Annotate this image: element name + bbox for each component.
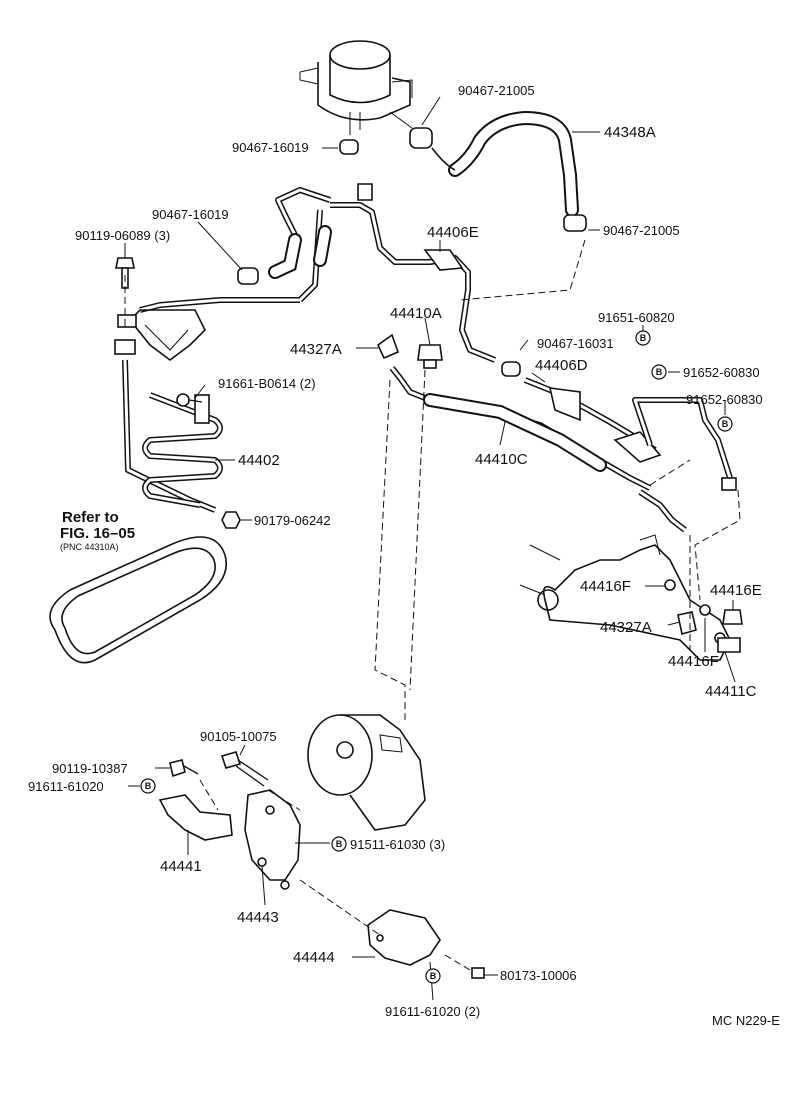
bolt-90119-06089 [115,257,135,289]
nut-90179-06242 [221,511,241,529]
b-marker-91611-b: B [425,968,441,984]
clamp-90467-16031 [501,361,521,377]
b-marker-91652-a: B [651,364,667,380]
drive-belt [49,536,227,664]
label-91511-61030: 91511-61030 (3) [350,837,445,852]
label-44443: 44443 [237,909,279,926]
label-91611-61020-a: 91611-61020 [28,779,104,794]
refer-line-2: FIG. 16–05 [60,525,135,542]
part-labels: 90467-21005 44348A 90467-16019 90467-160… [28,83,780,1028]
label-44416F-b: 44416F [668,653,719,670]
label-90467-16031: 90467-16031 [537,336,614,351]
label-44406D: 44406D [535,357,588,374]
b-marker-91651: B [635,330,651,346]
union-bolt-44411C [717,637,741,653]
bracket-44444 [367,909,441,966]
pipe-44406D [523,377,662,463]
label-44410C: 44410C [475,451,528,468]
label-90467-16019-b: 90467-16019 [152,207,229,222]
label-90119-06089: 90119-06089 (3) [75,228,170,243]
clamp-90467-16019-lower [237,267,259,285]
refer-line-3: (PNC 44310A) [60,542,119,552]
label-91652-60830-a: 91652-60830 [683,365,760,380]
label-90467-21005-top: 90467-21005 [458,83,535,98]
hose-44410C [389,366,687,533]
steering-gear-housing [519,534,731,661]
label-90467-16019-a: 90467-16019 [232,140,309,155]
hose-short-a [268,225,332,279]
label-90119-10387: 90119-10387 [52,761,128,776]
pipe-44406E [330,183,497,363]
clip-44327A-upper [376,333,400,360]
label-90179-06242: 90179-06242 [254,513,331,528]
label-90467-21005-mid: 90467-21005 [603,223,680,238]
label-44411C: 44411C [705,683,757,700]
label-44441: 44441 [160,858,202,875]
label-91611-61020-b: 91611-61020 (2) [385,1004,480,1019]
label-44327A-bottom: 44327A [600,619,652,636]
label-80173-10006: 80173-10006 [500,968,577,983]
label-90105-10075: 90105-10075 [200,729,277,744]
union-bolt-44410A [417,344,443,369]
label-91651-60820: 91651-60820 [598,310,675,325]
bolt-91661-B0614 [176,393,203,407]
leader-lines [124,96,736,1001]
svg-text:B: B [722,419,729,429]
clip-80173-10006 [471,967,485,979]
svg-text:B: B [145,781,152,791]
svg-text:B: B [656,367,663,377]
label-44327A-top: 44327A [290,341,342,358]
label-44416E: 44416E [710,582,762,599]
bolt-90119-10387 [169,759,199,778]
reservoir-tank [299,40,413,135]
label-44444: 44444 [293,949,335,966]
label-44416F-a: 44416F [580,578,631,595]
label-44348A: 44348A [604,124,656,141]
label-44402: 44402 [238,452,280,469]
clamp-90467-16019-upper [339,139,359,155]
svg-text:B: B [640,333,647,343]
pipe-right-loop [632,397,737,491]
label-44406E: 44406E [427,224,479,241]
label-44410A: 44410A [390,305,442,322]
hose-44348A [431,110,579,217]
bracket-44441 [158,794,233,841]
label-91652-60830-b: 91652-60830 [686,392,763,407]
b-marker-91611-a: B [140,778,156,794]
svg-text:B: B [430,971,437,981]
svg-text:B: B [336,839,343,849]
bolt-90105-10075 [220,751,269,787]
clip-44327A-lower [677,611,697,636]
clamp-90467-21005-lower [563,214,587,232]
guide-lines [124,239,741,971]
oil-cooler-44402 [114,309,223,513]
refer-line-1: Refer to [62,509,119,526]
b-marker-91652-b: B [717,416,733,432]
vane-pump [307,714,426,831]
b-marker-91511: B [331,836,347,852]
union-bolt-44416E [722,609,743,625]
label-91661-B0614: 91661-B0614 (2) [218,376,316,391]
diagram-code: MC N229-E [712,1013,780,1028]
clamp-90467-21005-upper [409,127,433,149]
